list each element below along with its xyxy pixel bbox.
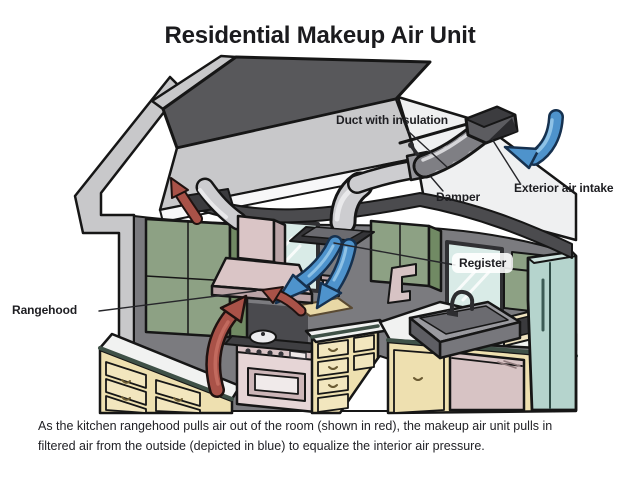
label-exterior-air-intake: Exterior air intake <box>514 181 614 195</box>
rangehood <box>183 177 314 305</box>
stove <box>224 329 319 414</box>
intake-airflow-arrow-icon <box>503 109 564 170</box>
label-rangehood: Rangehood <box>12 303 78 317</box>
register-airflow-arrows-icon <box>274 235 357 310</box>
page-title: Residential Makeup Air Unit <box>164 22 476 49</box>
label-damper: Damper <box>436 190 481 204</box>
diagram-caption: As the kitchen rangehood pulls air out o… <box>38 416 624 456</box>
label-pointer-lines <box>98 130 521 312</box>
fridge <box>526 250 578 412</box>
corner-cabinets <box>304 318 392 415</box>
caption-line-1: As the kitchen rangehood pulls air out o… <box>38 419 553 433</box>
label-register: Register <box>452 253 514 273</box>
pot <box>249 329 277 345</box>
label-duct-with-insulation: Duct with insulation <box>336 113 448 127</box>
exhaust-airflow-arrows-icon <box>170 177 307 398</box>
exterior-air-intake-vent <box>464 105 519 145</box>
caption-line-2: filtered air from the outside (depicted … <box>38 439 485 453</box>
sink <box>408 300 522 360</box>
dishwasher <box>448 350 526 412</box>
stand-mixer <box>387 263 417 304</box>
roof <box>161 55 432 150</box>
faucet <box>447 289 475 317</box>
cooktop <box>224 335 319 353</box>
